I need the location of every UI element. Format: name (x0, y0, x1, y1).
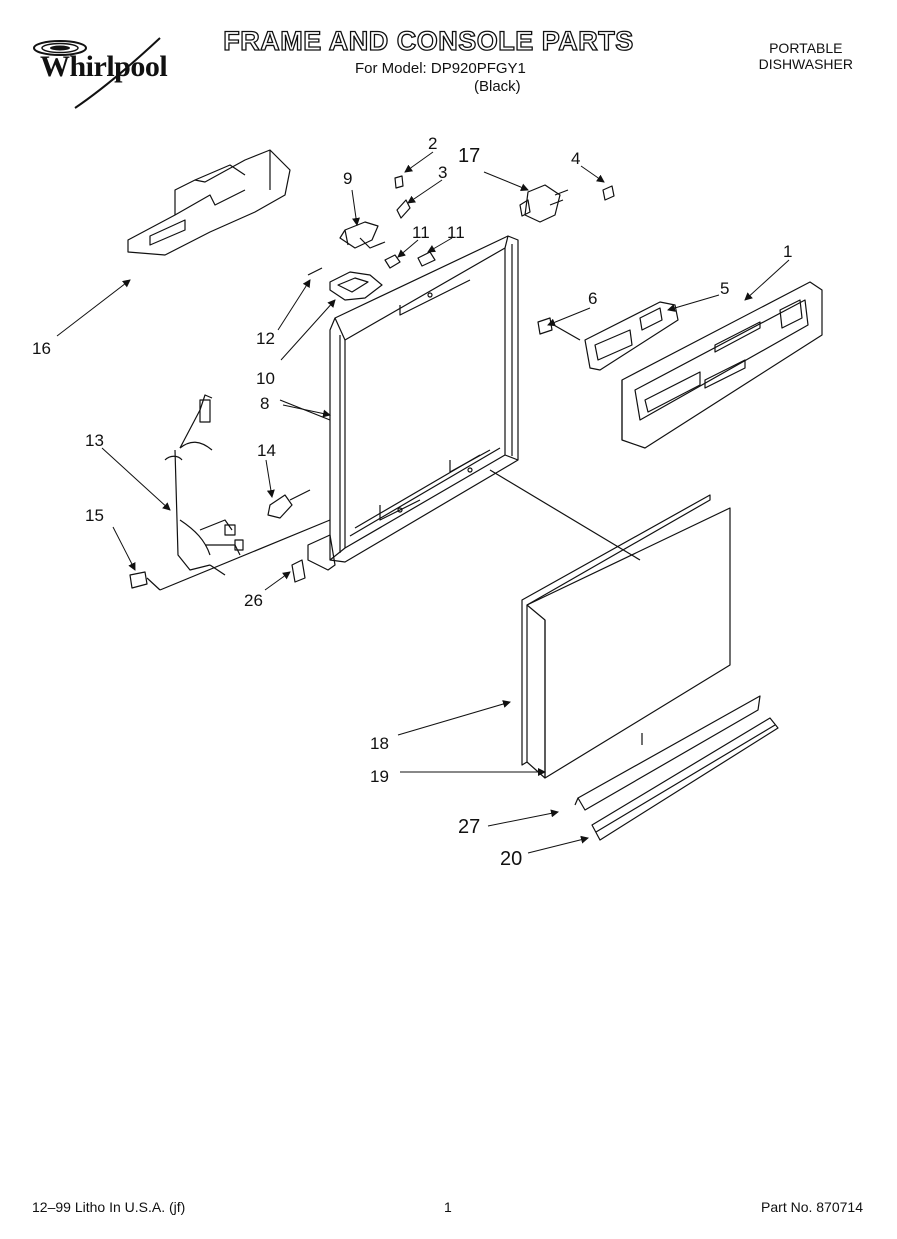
footer-part-number: Part No. 870714 (761, 1199, 863, 1215)
model-line: For Model: DP920PFGY1 (355, 60, 526, 77)
whirlpool-logo (33, 37, 161, 109)
callout-19: 19 (370, 767, 389, 786)
part-26-spacer (291, 559, 306, 583)
part-11-clip-left (384, 254, 401, 269)
callout-20: 20 (500, 848, 523, 870)
callout-3: 3 (438, 163, 448, 182)
callout-17: 17 (458, 145, 481, 167)
callout-11-right: 11 (447, 223, 465, 242)
callout-26: 26 (244, 591, 263, 610)
part-14-thermostat (267, 489, 311, 519)
callout-8: 8 (260, 394, 270, 413)
callout-12: 12 (256, 329, 275, 348)
part-2-clip (394, 175, 404, 189)
part-27-trim (574, 695, 761, 811)
callout-4: 4 (571, 149, 581, 168)
part-3-plate (396, 199, 411, 219)
part-16-vent-housing (127, 149, 291, 256)
part-15-screw (129, 571, 161, 591)
part-5-control-pad (584, 301, 679, 371)
part-19-door-insert (526, 507, 731, 779)
callout-9: 9 (343, 169, 353, 188)
part-17-switch (519, 184, 569, 223)
part-6-screw (537, 317, 581, 341)
color-line: (Black) (474, 78, 521, 95)
callout-27: 27 (458, 816, 481, 838)
footer-print-info: 12–99 Litho In U.S.A. (jf) (32, 1199, 186, 1215)
product-type: PORTABLE DISHWASHER (758, 40, 853, 72)
callout-13: 13 (85, 431, 104, 450)
part-20-trim (591, 717, 779, 841)
part-12-pin (307, 267, 323, 276)
callout-6: 6 (588, 289, 598, 308)
page-title: FRAME AND CONSOLE PARTS (223, 25, 634, 56)
part-13-wire-harness (159, 394, 331, 591)
part-18-door-panel (521, 494, 711, 766)
part-1-console-panel (621, 281, 823, 449)
part-4-knob (602, 185, 615, 201)
callout-16: 16 (32, 339, 51, 358)
leader-lines (56, 151, 790, 854)
callout-10: 10 (256, 369, 275, 388)
callout-1: 1 (783, 242, 793, 261)
brand-wordmark: Whirlpool (40, 50, 168, 83)
callout-5: 5 (720, 279, 730, 298)
callout-14: 14 (257, 441, 276, 460)
callout-18: 18 (370, 734, 389, 753)
part-10-latch-bracket (329, 271, 383, 301)
part-8-door-frame (307, 235, 519, 571)
callout-15: 15 (85, 506, 104, 525)
callout-11-left: 11 (412, 223, 430, 242)
part-9-hinge-bracket (339, 221, 386, 249)
callout-2: 2 (428, 134, 438, 153)
assembly-guide-line (489, 469, 641, 561)
footer-page-number: 1 (444, 1199, 452, 1215)
part-11-clip-right (417, 251, 436, 267)
